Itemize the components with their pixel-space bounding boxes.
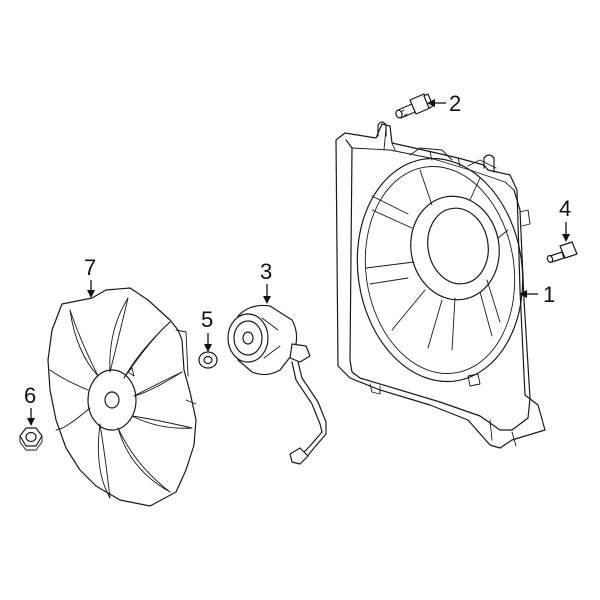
bolt-top xyxy=(395,93,434,119)
callout-label-3: 3 xyxy=(260,259,272,284)
callout-1: 1 xyxy=(519,282,555,307)
fan-motor xyxy=(227,304,327,465)
callout-3: 3 xyxy=(260,259,272,304)
callout-7: 7 xyxy=(84,255,96,298)
washer xyxy=(198,351,218,369)
callout-6: 6 xyxy=(24,383,36,426)
callout-label-1: 1 xyxy=(543,282,555,307)
callout-label-6: 6 xyxy=(24,383,36,408)
callout-5: 5 xyxy=(201,307,213,352)
callout-2: 2 xyxy=(427,91,461,116)
fan-shroud xyxy=(335,121,546,449)
fan-blade xyxy=(47,287,197,507)
nut xyxy=(19,427,43,451)
callout-label-2: 2 xyxy=(449,91,461,116)
callout-4: 4 xyxy=(559,196,571,242)
callout-label-7: 7 xyxy=(84,255,96,280)
callout-label-5: 5 xyxy=(201,307,213,332)
bolt-right xyxy=(546,241,578,263)
callout-label-4: 4 xyxy=(559,196,571,221)
